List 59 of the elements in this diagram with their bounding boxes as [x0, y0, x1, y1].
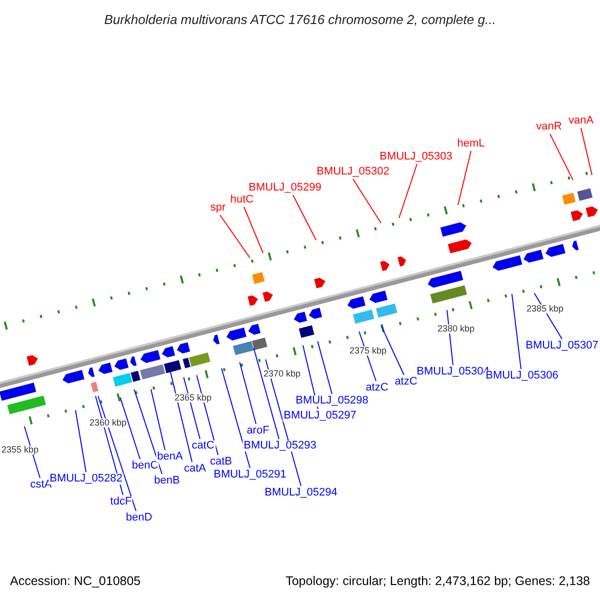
- gene-label: BMULJ_05291: [212, 470, 288, 480]
- gene-label: BMULJ_05302: [316, 166, 390, 178]
- leader-line: [170, 372, 192, 462]
- accession-text: Accession: NC_010805: [10, 574, 141, 588]
- leader-line: [550, 134, 574, 180]
- gene-label: benC: [130, 460, 160, 472]
- position-tick-label: 2380 kbp: [437, 324, 475, 334]
- gene-label: BMULJ_05306: [484, 370, 560, 382]
- leader-line: [120, 396, 140, 460]
- gene-label: tdcF: [109, 496, 133, 508]
- gene-label: catB: [209, 456, 233, 468]
- leader-line: [253, 348, 280, 440]
- gene-label: vanR: [535, 122, 563, 132]
- gene-label: BMULJ_05293: [242, 440, 318, 452]
- leader-line: [580, 128, 592, 176]
- gene-label: atzC: [364, 382, 390, 394]
- leader-line: [458, 150, 472, 206]
- leader-line: [183, 376, 200, 440]
- leader-line: [220, 214, 250, 258]
- gene-label: benA: [156, 452, 184, 462]
- sequence-summary-text: Topology: circular; Length: 2,473,162 bp; Genes: 2,138: [286, 574, 590, 588]
- leader-line: [292, 194, 316, 240]
- leader-line: [317, 340, 332, 394]
- leader-line: [380, 325, 404, 376]
- gene-label: BMULJ_05307: [524, 340, 600, 352]
- gene-label: BMULJ_05297: [282, 410, 358, 422]
- gene-label: aroF: [246, 426, 270, 436]
- leader-line: [134, 388, 162, 474]
- leader-line: [511, 294, 522, 370]
- gene-label: BMULJ_05299: [248, 182, 322, 194]
- leader-line: [221, 368, 250, 468]
- gene-label: catA: [183, 464, 207, 474]
- gene-label: benD: [124, 512, 154, 524]
- gene-label: BMULJ_05298: [294, 396, 370, 406]
- gene-label: atzC: [394, 376, 418, 388]
- leader-line: [265, 358, 302, 486]
- position-tick-label: 2360 kbp: [89, 418, 127, 428]
- leader-line: [352, 178, 382, 224]
- gene-label: hemL: [456, 138, 486, 150]
- position-tick-label: 2355 kbp: [1, 446, 39, 454]
- position-tick-label: 2385 kbp: [526, 304, 564, 314]
- gene-label: hutC: [229, 194, 255, 206]
- position-tick-label: 2370 kbp: [263, 370, 301, 378]
- leader-line: [398, 164, 418, 218]
- leader-line: [244, 206, 264, 254]
- gene-label: vanA: [567, 116, 595, 126]
- leader-line: [150, 388, 166, 450]
- gene-label: benB: [153, 476, 181, 486]
- leader-line: [75, 410, 86, 472]
- position-tick-label: 2365 kbp: [174, 394, 212, 402]
- title: Burkholderia multivorans ATCC 17616 chromosome 2, complete g...: [103, 11, 497, 29]
- gene-label: BMULJ_05294: [264, 488, 338, 498]
- position-tick-label: 2375 kbp: [349, 346, 387, 356]
- leader-line: [239, 362, 256, 424]
- leader-line: [98, 396, 136, 512]
- gene-label: catC: [190, 440, 216, 452]
- gene-label: BMULJ_05303: [378, 152, 454, 162]
- gene-label: BMULJ_05282: [48, 474, 124, 484]
- gene-label: spr: [209, 202, 227, 214]
